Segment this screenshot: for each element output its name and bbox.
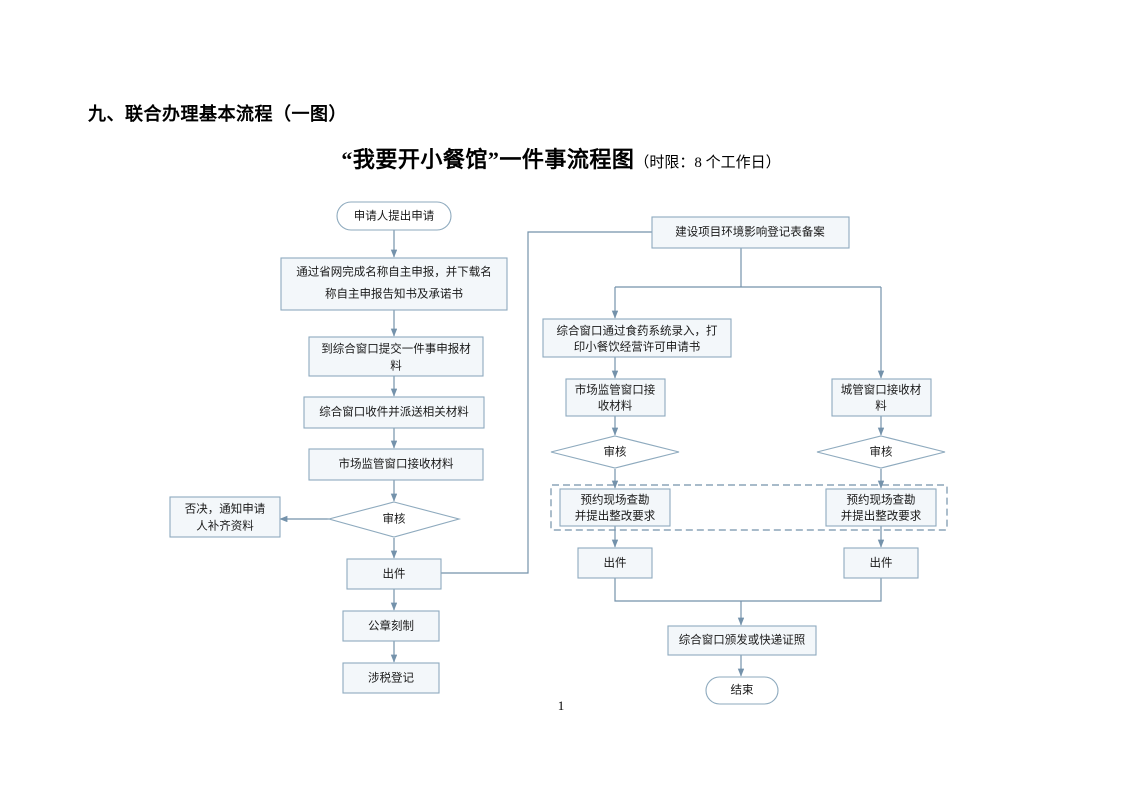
node-reject: 否决，通知申请 人补齐资料 <box>169 496 281 538</box>
node-city-win-label-1: 城管窗口接收材 <box>841 383 922 397</box>
node-issue-right: 出件 <box>843 547 919 579</box>
chart-title: “我要开小餐馆”一件事流程图（时限：8 个工作日） <box>0 142 1122 174</box>
node-survey-left: 预约现场查勘 并提出整改要求 <box>559 488 671 527</box>
node-seal-shape <box>342 610 440 642</box>
node-submit-label-1: 到综合窗口提交一件事申报材 <box>321 342 471 356</box>
node-name-declare-shape <box>280 257 508 311</box>
node-issue-main-label: 出件 <box>383 567 406 581</box>
node-market-win-label-1: 市场监管窗口接 <box>575 383 656 397</box>
node-review-right-shape <box>816 435 946 469</box>
node-food-system-label-1: 综合窗口通过食药系统录入，打 <box>557 324 718 338</box>
node-review-right-label: 审核 <box>870 445 893 459</box>
edge-issue-merge <box>614 578 882 602</box>
node-deliver-shape <box>667 625 817 656</box>
page-number: 1 <box>557 698 565 713</box>
node-survey-right-label-2: 并提出整改要求 <box>841 509 922 523</box>
node-food-system-label-2: 印小餐饮经营许可申请书 <box>574 340 701 354</box>
node-submit: 到综合窗口提交一件事申报材 料 <box>308 336 484 377</box>
node-food-system: 综合窗口通过食药系统录入，打 印小餐饮经营许可申请书 <box>542 318 732 358</box>
node-survey-left-shape <box>559 488 671 527</box>
node-market-win-label-2: 收材料 <box>598 399 633 413</box>
node-city-win-shape <box>831 378 932 417</box>
node-issue-right-shape <box>843 547 919 579</box>
node-issue-left-label: 出件 <box>604 556 627 570</box>
chart-title-subtitle: （时限：8 个工作日） <box>634 155 781 171</box>
node-review-left-label: 审核 <box>604 445 627 459</box>
node-review-right: 审核 <box>816 435 946 469</box>
node-deliver: 综合窗口颁发或快递证照 <box>667 625 817 656</box>
node-survey-right: 预约现场查勘 并提出整改要求 <box>825 488 937 527</box>
node-env-record-label: 建设项目环境影响登记表备案 <box>675 225 825 239</box>
node-market-win-shape <box>565 378 666 417</box>
node-name-declare: 通过省网完成名称自主申报，并下载名 称自主申报告知书及承诺书 <box>280 257 508 311</box>
node-market-win: 市场监管窗口接 收材料 <box>565 378 666 417</box>
node-seal-label: 公章刻制 <box>368 619 414 633</box>
node-city-win: 城管窗口接收材 料 <box>831 378 932 417</box>
node-reject-label-1: 否决，通知申请 <box>185 502 266 516</box>
node-city-win-label-2: 料 <box>875 399 887 413</box>
connector-layer <box>279 228 885 677</box>
node-survey-left-label-1: 预约现场查勘 <box>581 493 650 507</box>
node-start-shape <box>336 201 452 231</box>
node-issue-right-label: 出件 <box>870 556 893 570</box>
node-tax-label: 涉税登记 <box>368 671 414 685</box>
node-reject-label-2: 人补齐资料 <box>196 519 254 533</box>
node-start: 申请人提出申请 <box>336 201 452 231</box>
node-survey-right-label-1: 预约现场查勘 <box>847 493 916 507</box>
node-survey-right-shape <box>825 488 937 527</box>
node-tax-shape <box>342 662 440 694</box>
node-env-record-shape <box>651 216 850 249</box>
node-end: 结束 <box>705 676 779 705</box>
node-issue-left: 出件 <box>577 547 653 579</box>
node-end-shape <box>705 676 779 705</box>
node-review-left: 审核 <box>550 435 680 469</box>
node-tax: 涉税登记 <box>342 662 440 694</box>
node-end-label: 结束 <box>731 684 754 697</box>
node-start-label: 申请人提出申请 <box>354 209 435 223</box>
node-env-record: 建设项目环境影响登记表备案 <box>651 216 850 249</box>
node-issue-main-shape <box>346 558 442 590</box>
node-market-recv-shape <box>308 448 484 481</box>
node-review-main-shape <box>326 501 462 538</box>
node-review-main: 审核 <box>326 501 462 538</box>
edge-issue-main-to-env-record <box>441 228 664 574</box>
flowchart: 申请人提出申请 通过省网完成名称自主申报，并下载名 称自主申报告知书及承诺书 到… <box>169 201 948 705</box>
node-submit-shape <box>308 336 484 377</box>
node-review-left-shape <box>550 435 680 469</box>
node-issue-main: 出件 <box>346 558 442 590</box>
node-issue-left-shape <box>577 547 653 579</box>
node-accept-send-shape <box>303 396 485 429</box>
node-market-recv-label: 市场监管窗口接收材料 <box>339 457 454 471</box>
node-survey-left-label-2: 并提出整改要求 <box>575 509 656 523</box>
node-deliver-label: 综合窗口颁发或快递证照 <box>679 633 806 647</box>
node-name-declare-label-1: 通过省网完成名称自主申报，并下载名 <box>296 265 492 279</box>
node-market-recv: 市场监管窗口接收材料 <box>308 448 484 481</box>
node-submit-label-2: 料 <box>390 359 402 373</box>
node-food-system-shape <box>542 318 732 358</box>
node-name-declare-label-2: 称自主申报告知书及承诺书 <box>325 287 463 301</box>
chart-title-main: “我要开小餐馆”一件事流程图 <box>341 147 635 172</box>
node-review-main-label: 审核 <box>383 512 406 526</box>
node-seal: 公章刻制 <box>342 610 440 642</box>
section-heading: 九、联合办理基本流程（一图） <box>88 104 347 124</box>
node-reject-shape <box>169 496 281 538</box>
node-accept-send: 综合窗口收件并派送相关材料 <box>303 396 485 429</box>
node-accept-send-label: 综合窗口收件并派送相关材料 <box>319 405 469 419</box>
